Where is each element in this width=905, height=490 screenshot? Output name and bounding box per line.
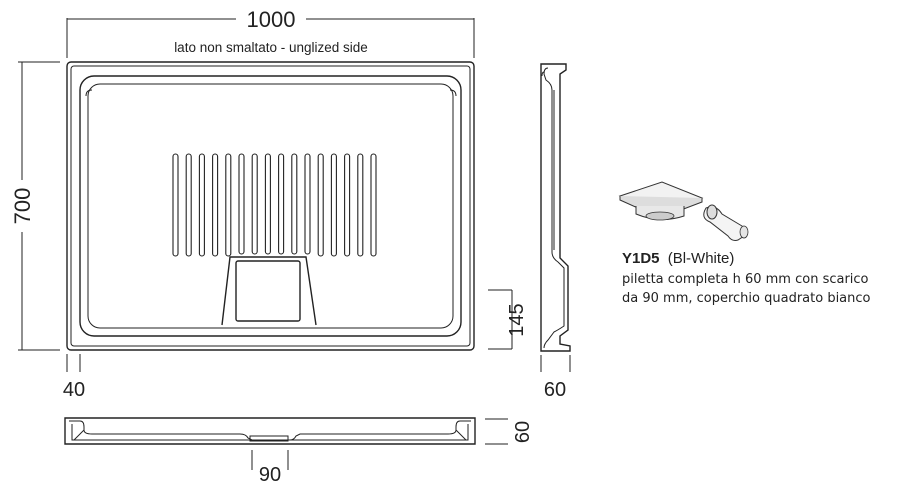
product-info: Y1D5 (Bl-White) piletta completa h 60 mm… bbox=[622, 250, 871, 306]
side-profile bbox=[540, 63, 571, 352]
drain-offset-dimension: 145 bbox=[488, 289, 528, 350]
width-dimension: 1000 bbox=[66, 7, 475, 58]
groove bbox=[304, 153, 311, 255]
front-profile bbox=[64, 417, 476, 445]
drain-kit-illustration bbox=[618, 181, 749, 241]
groove bbox=[330, 153, 337, 257]
groove bbox=[278, 153, 285, 255]
groove bbox=[225, 153, 232, 257]
anti-slip-grooves bbox=[172, 153, 377, 257]
groove bbox=[251, 153, 258, 255]
groove bbox=[264, 153, 271, 255]
width-label: 1000 bbox=[247, 7, 296, 32]
product-variant: (Bl-White) bbox=[668, 250, 735, 267]
rim-dimension: 40 bbox=[63, 354, 85, 401]
drain-width-label: 90 bbox=[259, 464, 281, 486]
groove bbox=[172, 153, 179, 257]
groove bbox=[357, 153, 364, 257]
front-view: 90 60 bbox=[64, 417, 534, 486]
drain-cover bbox=[221, 256, 317, 326]
rim-label: 40 bbox=[63, 379, 85, 401]
groove bbox=[344, 153, 351, 257]
side-depth-label: 60 bbox=[544, 379, 566, 401]
groove bbox=[291, 153, 298, 255]
groove bbox=[198, 153, 205, 257]
height-label: 700 bbox=[10, 188, 35, 225]
unglazed-side-note: lato non smaltato - unglized side bbox=[174, 40, 368, 55]
drain-offset-label: 145 bbox=[506, 303, 528, 336]
product-description-line1: piletta completa h 60 mm con scarico bbox=[622, 272, 869, 287]
groove bbox=[238, 153, 245, 255]
product-description-line2: da 90 mm, coperchio quadrato bianco bbox=[622, 291, 871, 306]
tray-basin-outer bbox=[79, 75, 462, 337]
front-height-label: 60 bbox=[512, 421, 534, 443]
groove bbox=[212, 153, 219, 257]
groove bbox=[185, 153, 192, 257]
side-view: 60 bbox=[540, 63, 571, 401]
height-dimension: 700 bbox=[10, 61, 60, 351]
tray-rim bbox=[70, 65, 471, 347]
svg-text:Y1D5 (Bl-White): Y1D5 (Bl-White) bbox=[622, 250, 734, 267]
product-code: Y1D5 bbox=[622, 250, 660, 267]
tray-outer-edge bbox=[66, 61, 475, 351]
groove bbox=[317, 153, 324, 257]
groove bbox=[370, 153, 377, 257]
tray-basin-inner bbox=[87, 83, 454, 329]
top-view: 1000 lato non smaltato - unglized side 7… bbox=[10, 7, 528, 401]
